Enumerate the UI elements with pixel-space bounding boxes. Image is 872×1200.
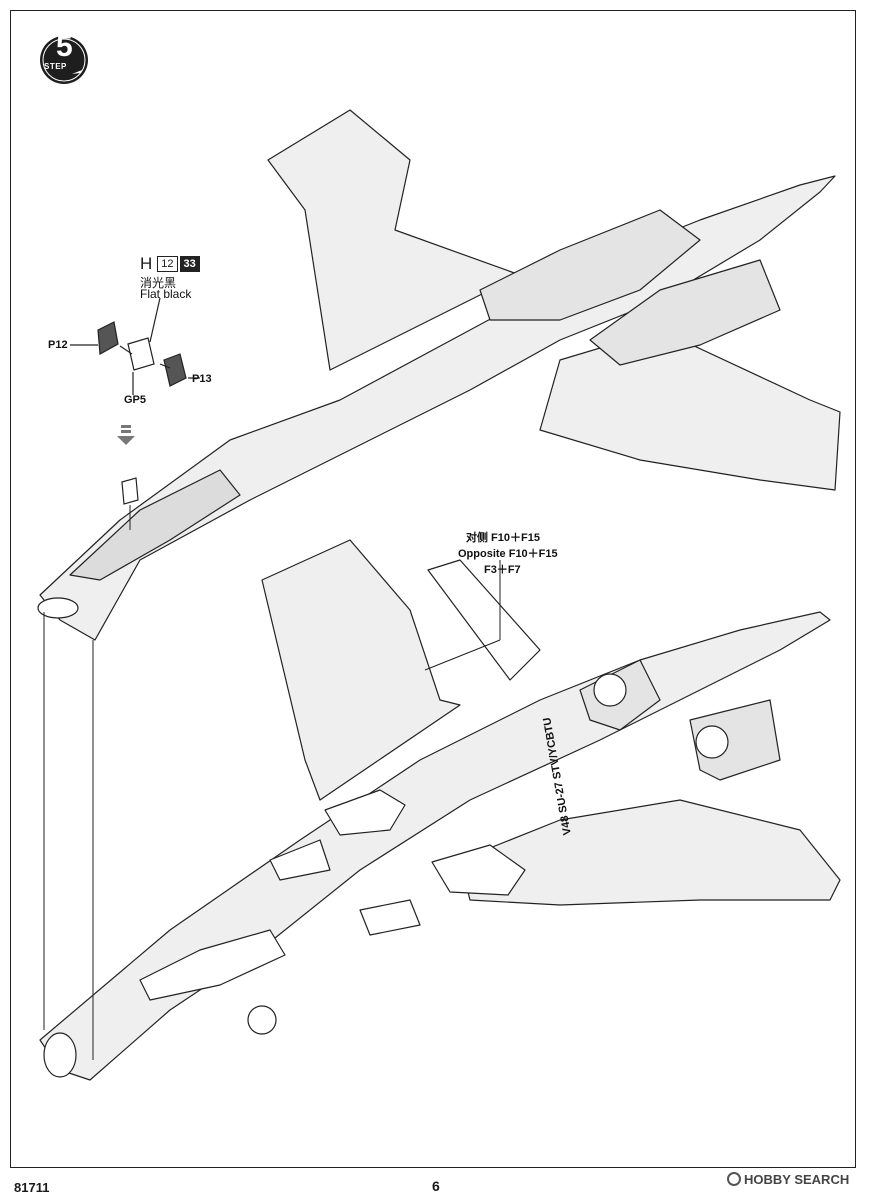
gear-door-2 [359, 899, 421, 936]
part-label-gp5: GP5 [124, 394, 147, 406]
upper-nacelle-2 [589, 259, 781, 366]
part-p13 [163, 353, 187, 387]
engine-nozzle-1 [593, 673, 627, 707]
kit-number: 81711 [14, 1180, 50, 1195]
gear-bay-2 [431, 844, 526, 896]
callout-line-3: F3＋F7 [484, 564, 521, 576]
cockpit-area [69, 469, 241, 581]
nose-opening-lower [43, 1032, 77, 1078]
part-label-p13: P13 [192, 373, 212, 385]
paint-letter: H [140, 254, 153, 273]
paint-callout: H 12 33 [140, 254, 200, 274]
paint-name-cn: 消光黑 [140, 276, 177, 290]
down-arrow-icon [117, 425, 135, 445]
lower-left-wing [261, 539, 461, 801]
part-gp5 [127, 337, 155, 371]
gear-bay-1 [324, 789, 406, 836]
upper-nacelle-1 [479, 209, 701, 321]
page-number: 6 [432, 1178, 440, 1194]
step-number: 5 [56, 30, 73, 63]
lower-nacelle-2 [689, 699, 781, 781]
part-p12 [97, 321, 119, 355]
stabilizer-part [427, 559, 541, 681]
watermark-icon [727, 1172, 741, 1186]
watermark: HOBBY SEARCH [744, 1172, 850, 1187]
part-label-p12: P12 [48, 339, 68, 351]
callout-line-2: Opposite F10＋F15 [458, 548, 558, 560]
nose-wheel [247, 1005, 277, 1035]
step-label: STEP [44, 62, 67, 71]
step-badge-icon [40, 36, 88, 84]
paint-name-en: Flat black [140, 287, 192, 301]
page-frame [10, 10, 856, 1168]
paint-code-a: 12 [157, 256, 178, 272]
gear-door-1 [269, 839, 331, 881]
paint-code-b: 33 [179, 256, 200, 272]
callout-line-1: 对侧 F10＋F15 [466, 532, 540, 544]
engine-nozzle-2 [695, 725, 729, 759]
upper-right-wing [539, 329, 841, 491]
gear-bay-3 [139, 929, 286, 1001]
ejection-seat [121, 477, 139, 505]
lower-right-wing [459, 799, 841, 906]
nose-opening [37, 597, 79, 619]
